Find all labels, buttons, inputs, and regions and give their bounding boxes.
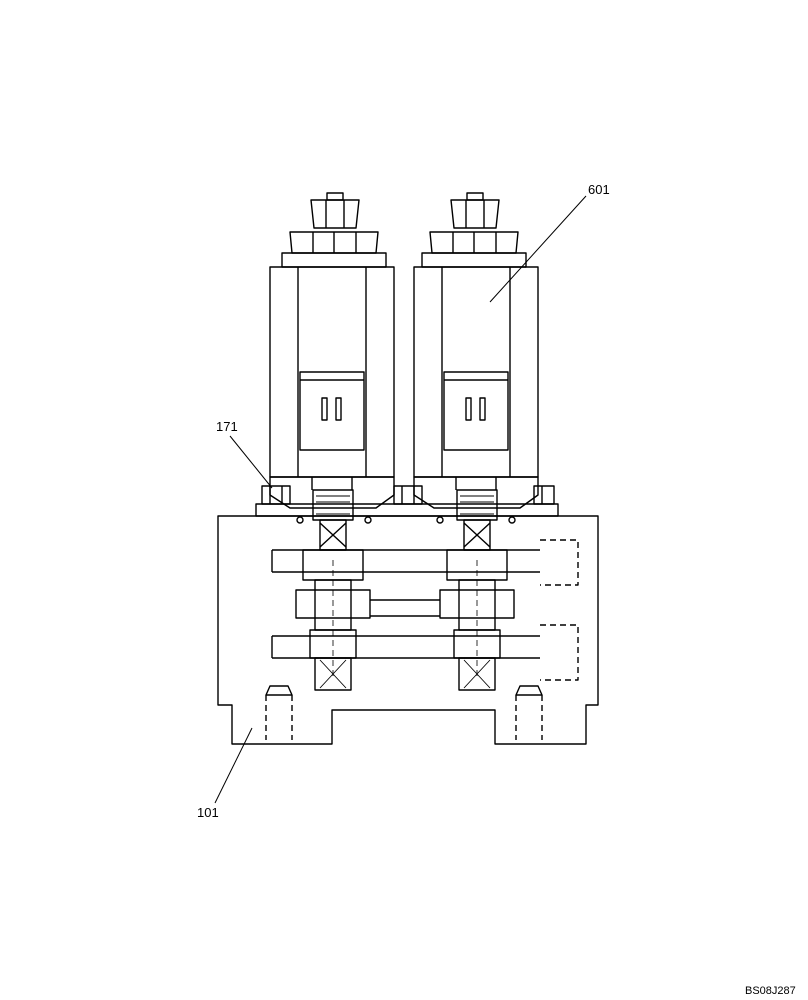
- callout-171: 171: [216, 419, 238, 434]
- leader-lines: [214, 195, 587, 804]
- drawing-reference: BS08J287: [745, 985, 796, 997]
- right-solenoid: [413, 192, 539, 691]
- mounting-bolts: [255, 485, 559, 517]
- callout-101: 101: [197, 805, 219, 820]
- valve-body: [217, 515, 599, 745]
- callout-601: 601: [588, 182, 610, 197]
- left-solenoid: [269, 192, 395, 691]
